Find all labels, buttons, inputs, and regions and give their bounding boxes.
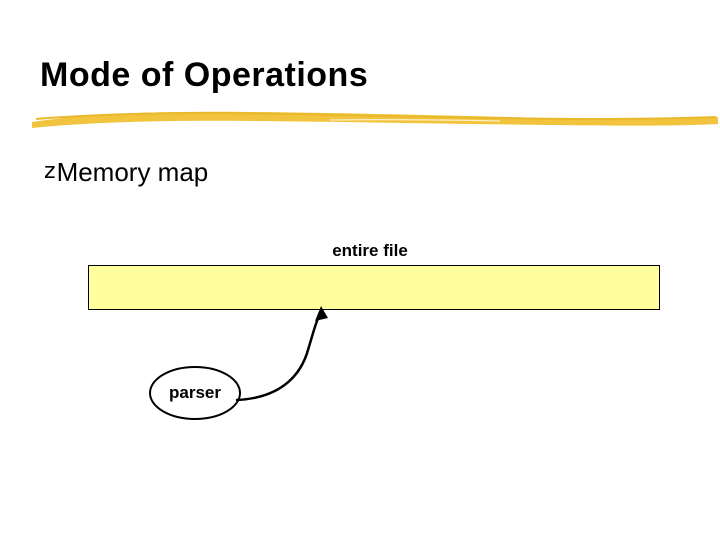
bullet-item: z Memory map — [44, 155, 208, 189]
bullet-marker-icon: z — [44, 159, 56, 184]
entire-file-box — [88, 265, 660, 310]
page-title: Mode of Operations — [40, 56, 369, 94]
entire-file-label: entire file — [332, 241, 408, 260]
parser-label: parser — [169, 383, 221, 402]
bullet-item-label: Memory map — [56, 157, 209, 187]
title-underline-brush — [32, 111, 718, 128]
parser-to-file-arrow — [235, 312, 322, 402]
